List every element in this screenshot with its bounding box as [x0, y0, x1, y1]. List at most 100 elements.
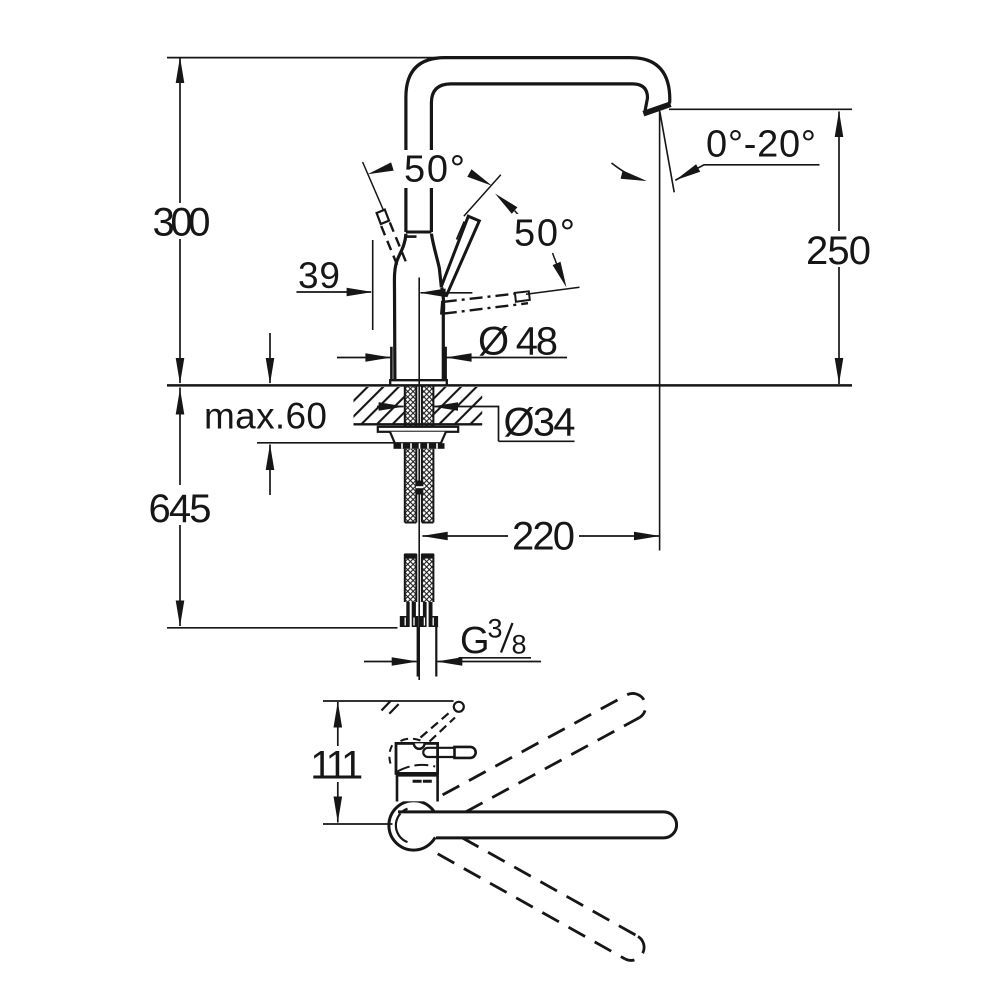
halo-50-left [401, 150, 466, 188]
arrow-max60-upper [265, 358, 275, 384]
plan-dome-hidden-edge [388, 744, 394, 768]
label-thread-g: G [460, 620, 490, 662]
alt-left-lever-cap [375, 208, 391, 226]
label-thread-size: G 3 8 [460, 614, 527, 663]
arrow-g38-left [391, 657, 418, 666]
reference-lines [167, 56, 852, 825]
spout-inner-edge [429, 82, 650, 232]
plan-body-fill [397, 775, 438, 802]
hose-left-mid [404, 448, 417, 523]
arm-down-lower-edge [437, 852, 626, 961]
label-spout-tilt: 0°-20° [706, 124, 816, 166]
fitting-nut-right [419, 616, 439, 627]
hose-right-upper [421, 386, 434, 427]
faucet-plan-view [380, 692, 679, 962]
arrow-d34-left [378, 402, 405, 411]
tilt-arc-arrowhead [620, 170, 647, 181]
hose-upper-walls [403, 386, 435, 427]
faucet-front-view [361, 56, 672, 385]
arrow-50l-left [367, 162, 394, 175]
arrow-39-right [419, 288, 446, 298]
label-thread-denominator: 8 [512, 630, 527, 660]
spout-outer-edge [404, 56, 672, 232]
label-hose-length: 645 [149, 487, 212, 531]
alt-fwd-lever-root [440, 300, 444, 315]
arm-up-lower-edge [465, 716, 641, 814]
arrow-645-bottom [175, 600, 185, 627]
ext-line-alt-fwd-axis [525, 286, 580, 296]
label-spout-reach: 220 [512, 515, 575, 559]
fitting-nut-left [399, 616, 419, 627]
label-handle-swing-left: 50° [404, 149, 465, 191]
arrow-50r-upper [495, 193, 518, 214]
body-neck-right [429, 233, 443, 288]
hose-lower-walls [403, 554, 435, 602]
hose-segment-mid [403, 448, 435, 524]
tail-50r-lower [551, 252, 558, 264]
plan-dome-arc [396, 763, 436, 773]
halo-g38 [456, 617, 530, 655]
halo-300 [151, 203, 213, 239]
arrow-0-20-leader [675, 164, 701, 181]
alt-fwd-lever-shaft [443, 291, 529, 315]
arm-up-cap [626, 692, 648, 719]
dimension-texts: 300 645 250 220 111 39 50° 50° 0°-20° ma… [149, 124, 872, 788]
thread-tail [416, 627, 438, 677]
plan-lever-knob [453, 745, 477, 760]
arrow-111-bottom [333, 796, 343, 823]
washer-plate [376, 425, 460, 433]
arrow-max60-lower [265, 444, 275, 470]
thread-fraction-slash [499, 622, 514, 653]
arrow-645-top [175, 388, 185, 415]
plan-body-outline [395, 775, 439, 802]
hose-end-fittings [399, 602, 439, 627]
halo-645 [146, 485, 214, 525]
fitting-nut-slots [404, 617, 434, 626]
arrow-300-top [175, 57, 185, 83]
handle-lever [439, 214, 482, 298]
halo-50-right [511, 214, 577, 248]
arrow-220-right [634, 531, 660, 541]
label-swivel-depth: 111 [310, 744, 363, 788]
supply-hoses [376, 386, 460, 677]
arrow-g38-right [436, 657, 463, 666]
arrow-300-bottom [175, 358, 185, 384]
arm-up-upper-edge [441, 693, 628, 797]
plan-dome-hidden-top [400, 737, 421, 742]
text-halos [146, 127, 874, 782]
halo-d34 [501, 404, 578, 437]
halo-0-20 [703, 127, 819, 159]
spout-tilt-line [659, 111, 675, 193]
lever-outline [439, 214, 482, 298]
mounting-cone [388, 431, 447, 445]
label-spout-height: 250 [806, 229, 871, 273]
label-handle-offset: 39 [298, 255, 340, 296]
base-collar [390, 346, 447, 381]
alt-left-lever-shaft [380, 221, 409, 270]
halo-111 [306, 746, 368, 782]
arrow-50l-right [467, 169, 492, 186]
plan-lever-alt-left-dashes [380, 700, 400, 715]
plan-arm-outline [398, 810, 679, 840]
arrow-39-left [346, 287, 373, 297]
hose-right-cap [421, 553, 434, 559]
hose-left-upper [404, 386, 417, 427]
plan-dome-notch [412, 743, 426, 750]
plan-lever-alt-cap [452, 700, 465, 713]
fitting-slots [409, 602, 429, 627]
mounting-nut [393, 443, 445, 449]
arrow-111-top [333, 701, 343, 728]
hose-left-lower [404, 554, 417, 602]
arm-down-upper-edge [461, 836, 639, 938]
base-plate [389, 379, 448, 385]
label-base-diameter: Ø 48 [478, 320, 558, 364]
arrow-250-bottom [834, 358, 844, 384]
alt-fwd-lever-cap [513, 290, 531, 303]
hose-left-cap [404, 553, 417, 559]
halo-max60 [200, 400, 330, 432]
spout-outlet-face [642, 101, 672, 117]
plan-arm-fill [398, 811, 677, 838]
hose-segment-lower [403, 553, 435, 602]
